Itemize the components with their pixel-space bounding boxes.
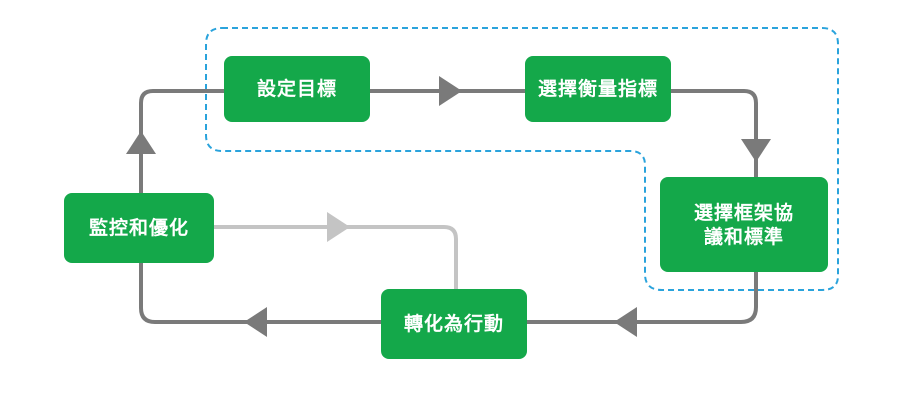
arrow-down-right <box>741 139 771 162</box>
highlight-dashed-border <box>205 27 839 291</box>
node-select-framework-line2: 議和標準 <box>703 225 784 248</box>
node-monitor-optimize-label: 監控和優化 <box>88 217 189 239</box>
node-select-metrics-label: 選擇衡量指標 <box>537 78 658 100</box>
node-set-goals-label: 設定目標 <box>256 78 337 100</box>
node-set-goals: 設定目標 <box>224 56 370 122</box>
node-select-framework-line1: 選擇框架協 <box>693 201 794 224</box>
secondary-flow-line <box>212 225 458 292</box>
node-select-metrics: 選擇衡量指標 <box>525 56 671 122</box>
node-monitor-optimize: 監控和優化 <box>64 193 214 263</box>
node-convert-action-label: 轉化為行動 <box>403 313 504 335</box>
arrow-up-left <box>126 131 156 154</box>
arrow-left-bottom-right <box>614 307 637 337</box>
node-select-framework: 選擇框架協 議和標準 <box>660 177 828 272</box>
node-convert-action: 轉化為行動 <box>381 289 527 359</box>
arrow-right-secondary <box>327 212 350 242</box>
arrow-left-bottom-left <box>244 307 267 337</box>
arrow-right-top <box>439 76 462 106</box>
